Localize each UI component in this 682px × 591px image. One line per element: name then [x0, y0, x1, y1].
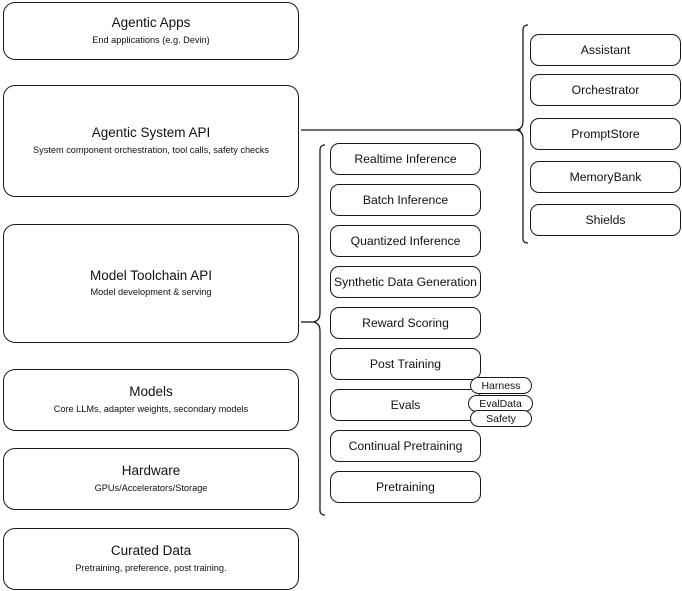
system-component-memorybank[interactable]: MemoryBank: [530, 161, 681, 193]
layer-title: Agentic System API: [91, 125, 211, 141]
capability-label: Continual Pretraining: [348, 439, 463, 453]
layer-subtitle: End applications (e.g. Devin): [92, 34, 210, 45]
brace-toolchain-capabilities: [312, 144, 326, 516]
system-component-label: Assistant: [580, 43, 631, 57]
system-component-label: Shields: [585, 213, 626, 227]
layer-subtitle: System component orchestration, tool cal…: [33, 144, 269, 155]
capability-label: Quantized Inference: [350, 234, 461, 248]
layer-subtitle: Core LLMs, adapter weights, secondary mo…: [53, 403, 249, 414]
layer-box-model-toolchain-api[interactable]: Model Toolchain API Model development & …: [3, 224, 299, 343]
capability-realtime-inference[interactable]: Realtime Inference: [330, 143, 481, 175]
capability-label: Synthetic Data Generation: [334, 275, 477, 289]
capability-label: Evals: [390, 398, 421, 412]
system-component-assistant[interactable]: Assistant: [530, 34, 681, 66]
layer-title: Curated Data: [110, 543, 192, 559]
capability-label: Reward Scoring: [362, 316, 449, 330]
system-component-label: Orchestrator: [571, 83, 640, 97]
layer-title: Model Toolchain API: [89, 267, 213, 283]
evals-badge-label: EvalData: [479, 397, 522, 410]
evals-badge-safety[interactable]: Safety: [470, 410, 532, 427]
system-component-orchestrator[interactable]: Orchestrator: [530, 74, 681, 106]
evals-badge-label: Harness: [481, 379, 521, 392]
layer-subtitle: GPUs/Accelerators/Storage: [94, 482, 208, 493]
capability-continual-pretraining[interactable]: Continual Pretraining: [330, 430, 481, 462]
evals-badge-label: Safety: [486, 412, 516, 425]
system-component-shields[interactable]: Shields: [530, 204, 681, 236]
evals-badge-harness[interactable]: Harness: [470, 377, 532, 394]
brace-system-components: [515, 24, 529, 244]
capability-label: Realtime Inference: [354, 152, 457, 166]
capability-post-training[interactable]: Post Training: [330, 348, 481, 380]
capability-label: Post Training: [369, 357, 442, 371]
capability-pretraining[interactable]: Pretraining: [330, 471, 481, 503]
layer-box-curated-data[interactable]: Curated Data Pretraining, preference, po…: [3, 528, 299, 590]
capability-reward-scoring[interactable]: Reward Scoring: [330, 307, 481, 339]
layer-box-hardware[interactable]: Hardware GPUs/Accelerators/Storage: [3, 448, 299, 510]
system-component-promptstore[interactable]: PromptStore: [530, 118, 681, 150]
capability-label: Batch Inference: [362, 193, 449, 207]
layer-title: Agentic Apps: [111, 15, 191, 31]
layer-title: Models: [129, 384, 173, 400]
capability-synthetic-data-generation[interactable]: Synthetic Data Generation: [330, 266, 481, 298]
system-component-label: PromptStore: [571, 127, 640, 141]
system-component-label: MemoryBank: [569, 170, 642, 184]
layer-box-models[interactable]: Models Core LLMs, adapter weights, secon…: [3, 369, 299, 431]
layer-box-agentic-system-api[interactable]: Agentic System API System component orch…: [3, 85, 299, 197]
layer-subtitle: Pretraining, preference, post training.: [75, 562, 227, 573]
capability-quantized-inference[interactable]: Quantized Inference: [330, 225, 481, 257]
capability-label: Pretraining: [376, 480, 435, 494]
capability-batch-inference[interactable]: Batch Inference: [330, 184, 481, 216]
capability-evals[interactable]: Evals: [330, 389, 481, 421]
layer-box-agentic-apps[interactable]: Agentic Apps End applications (e.g. Devi…: [3, 2, 299, 60]
layer-title: Hardware: [121, 463, 181, 479]
layer-subtitle: Model development & serving: [90, 287, 212, 298]
